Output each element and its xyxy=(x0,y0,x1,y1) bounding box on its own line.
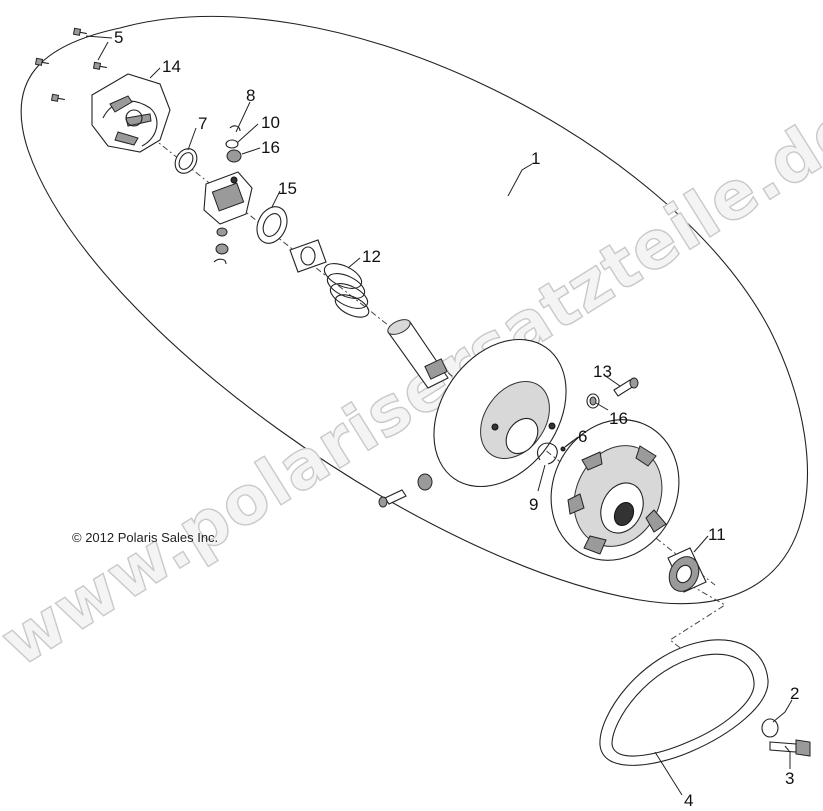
assembly-outline-oval xyxy=(20,15,808,605)
clip-part-9 xyxy=(537,442,558,465)
callout-16-top: 16 xyxy=(261,138,280,157)
callout-4: 4 xyxy=(684,791,693,810)
copyright-text: © 2012 Polaris Sales Inc. xyxy=(72,530,218,545)
callout-8: 8 xyxy=(246,86,255,105)
bolt-lower-left xyxy=(378,489,407,508)
bushing-part-16-right xyxy=(586,393,600,409)
roller-housing xyxy=(203,171,253,225)
bearing-part-11 xyxy=(667,547,707,593)
ring-part-7 xyxy=(174,148,198,174)
bolt-part-3 xyxy=(769,739,811,757)
leader-lines xyxy=(85,35,793,796)
bearing-plate xyxy=(289,239,327,273)
callout-9: 9 xyxy=(529,495,538,514)
callout-6: 6 xyxy=(578,427,587,446)
callout-13: 13 xyxy=(593,362,612,381)
screw-set-part-5 xyxy=(34,27,107,102)
cover-part-14 xyxy=(91,73,171,153)
callout-16-right: 16 xyxy=(609,409,628,428)
watermark-text: www.polarisersatzteile.de xyxy=(0,88,823,682)
pin-part-13 xyxy=(613,377,639,397)
sheave-disc xyxy=(433,338,567,488)
callout-14: 14 xyxy=(162,57,181,76)
moveable-sheave xyxy=(550,419,680,561)
callout-7: 7 xyxy=(198,114,207,133)
belt-dash-line xyxy=(669,584,736,691)
callout-2: 2 xyxy=(790,684,799,703)
shaft xyxy=(387,319,449,389)
callout-15: 15 xyxy=(278,179,297,198)
spring-part-12 xyxy=(323,263,370,318)
callout-11: 11 xyxy=(708,525,726,544)
washer-part-2 xyxy=(761,718,779,738)
callout-5: 5 xyxy=(114,28,123,47)
small-stack-parts-8-10-16 xyxy=(225,125,242,163)
weight-washer-part-15 xyxy=(256,206,288,244)
callout-10: 10 xyxy=(261,113,280,132)
callout-3: 3 xyxy=(785,769,794,788)
drive-belt-part-4 xyxy=(599,639,769,766)
callout-12: 12 xyxy=(362,247,381,266)
roller-small-parts xyxy=(213,227,229,265)
callout-1: 1 xyxy=(531,149,540,168)
bushing-lower-left xyxy=(417,473,433,491)
